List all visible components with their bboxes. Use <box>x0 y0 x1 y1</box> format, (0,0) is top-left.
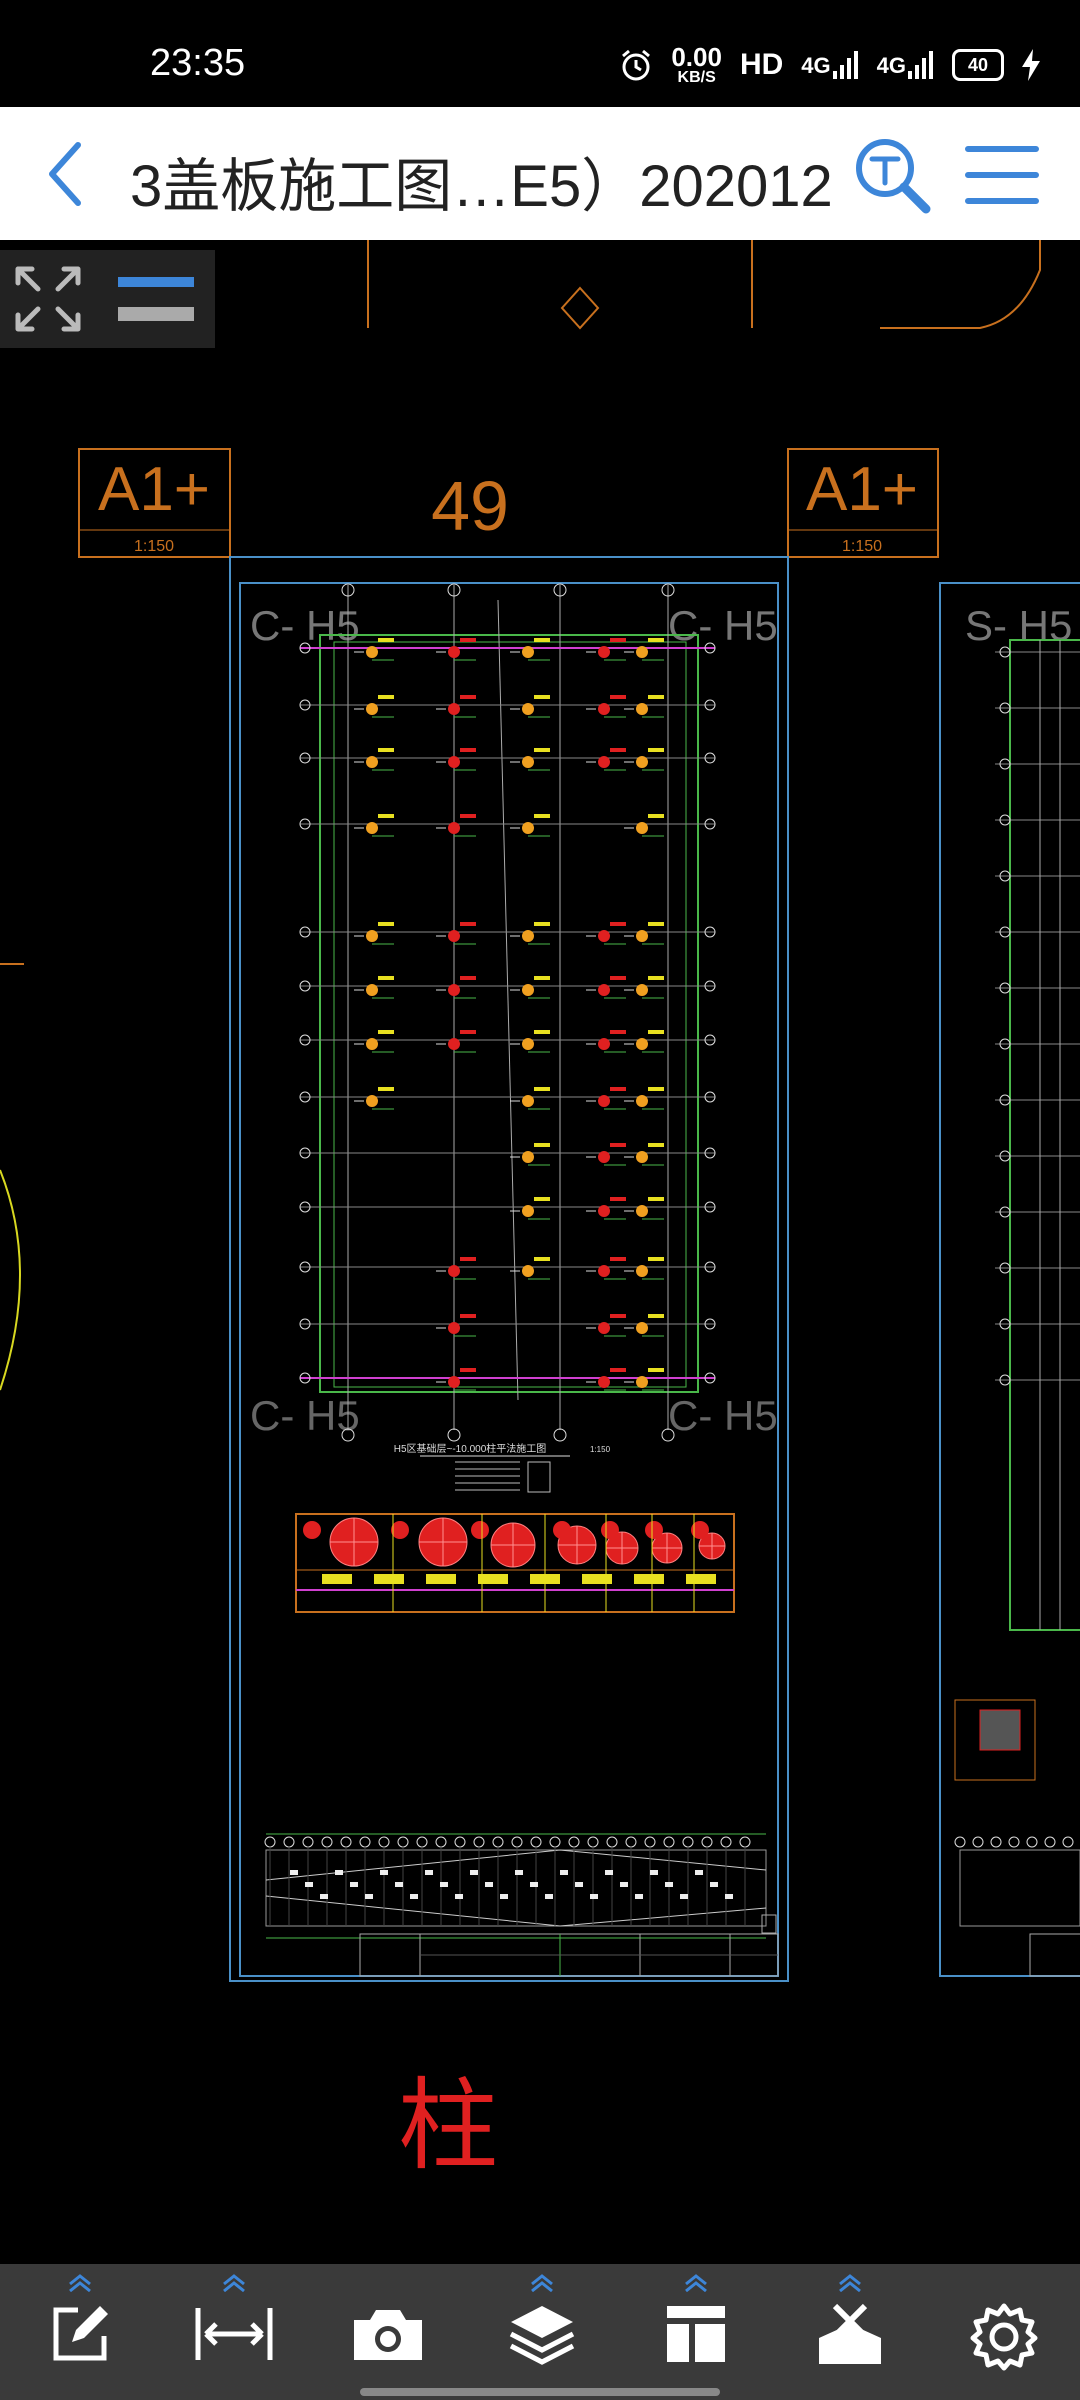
net-speed-value: 0.00 <box>671 42 722 72</box>
chevron-up-icon <box>223 2274 245 2292</box>
plan-grid <box>299 583 716 1493</box>
title-block <box>359 1914 779 1977</box>
adjacent-sheet: S- H5 <box>939 582 1080 1977</box>
column-section-table <box>295 1513 735 1613</box>
status-bar: 23:35 0.00 KB/S HD 4G 4G 40 <box>0 0 1080 107</box>
sheet-scale-right: 1:150 <box>842 538 882 555</box>
plan-title: H5区基础层~-10.000柱平法施工图 <box>394 1442 547 1455</box>
charging-icon <box>1022 49 1040 81</box>
elevation-strip <box>264 1833 767 1939</box>
axis-label-top-right: C- H5 <box>668 602 778 649</box>
back-arrow-icon[interactable] <box>40 137 100 211</box>
settings-icon <box>970 2303 1038 2371</box>
settings-button[interactable] <box>927 2264 1080 2400</box>
axis-label-adjacent: S- H5 <box>965 602 1072 649</box>
tools-button[interactable] <box>773 2264 927 2400</box>
drawing-canvas[interactable]: A1+ 1:150 A1+ 1:150 49 C- H5 C- H5 C- H5… <box>0 240 1080 2264</box>
annotate-button[interactable] <box>3 2264 157 2400</box>
signal-bars-icon <box>908 51 933 79</box>
layout-icon <box>667 2306 725 2362</box>
app-header: 3盖板施工图…E5）202012 <box>0 107 1080 240</box>
sheet-number: 49 <box>431 467 509 545</box>
fullscreen-icon[interactable] <box>8 259 88 339</box>
measure-icon <box>195 2308 273 2360</box>
home-indicator <box>360 2388 720 2396</box>
bottom-toolbar <box>0 2264 1080 2400</box>
axis-label-bottom-right: C- H5 <box>668 1392 778 1439</box>
menu-icon[interactable] <box>964 143 1040 207</box>
view-tools-panel <box>0 250 215 348</box>
signal-indicator-2: 4G <box>877 51 934 79</box>
edit-icon <box>53 2306 108 2361</box>
status-icons: 0.00 KB/S HD 4G 4G 40 <box>619 44 1040 86</box>
layer-toggle-icon[interactable] <box>114 259 198 339</box>
tools-icon <box>819 2303 881 2364</box>
sheet-scale-left: 1:150 <box>134 538 174 555</box>
signal-label: 4G <box>876 53 906 78</box>
axis-label-top-left: C- H5 <box>250 602 360 649</box>
signal-label: 4G <box>801 53 831 78</box>
net-speed-unit: KB/S <box>677 69 716 86</box>
signal-indicator-1: 4G <box>801 51 858 79</box>
measure-button[interactable] <box>157 2264 311 2400</box>
signal-bars-icon <box>832 51 858 79</box>
cad-drawing: A1+ 1:150 A1+ 1:150 49 C- H5 C- H5 C- H5… <box>0 240 1080 2184</box>
axis-label-bottom-left: C- H5 <box>250 1392 360 1439</box>
sheet-label-right: A1+ <box>806 455 918 524</box>
layout-button[interactable] <box>619 2264 773 2400</box>
sheet-label-left: A1+ <box>98 455 210 524</box>
camera-button[interactable] <box>311 2264 465 2400</box>
status-time: 23:35 <box>150 42 246 84</box>
net-speed: 0.00 KB/S <box>671 44 722 86</box>
layers-button[interactable] <box>465 2264 619 2400</box>
battery-indicator: 40 <box>952 49 1004 81</box>
text-search-icon[interactable] <box>852 135 932 215</box>
camera-icon <box>354 2310 422 2360</box>
hd-label: HD <box>739 48 784 81</box>
plan-scale: 1:150 <box>590 1445 611 1454</box>
chevron-up-icon <box>69 2274 91 2292</box>
alarm-icon <box>622 49 651 81</box>
chevron-up-icon <box>839 2274 861 2292</box>
annotation-text: 柱 <box>398 2067 498 2184</box>
document-title: 3盖板施工图…E5）202012 <box>130 154 833 219</box>
layers-icon <box>509 2306 575 2365</box>
chevron-up-icon <box>531 2274 553 2292</box>
chevron-up-icon <box>685 2274 707 2292</box>
